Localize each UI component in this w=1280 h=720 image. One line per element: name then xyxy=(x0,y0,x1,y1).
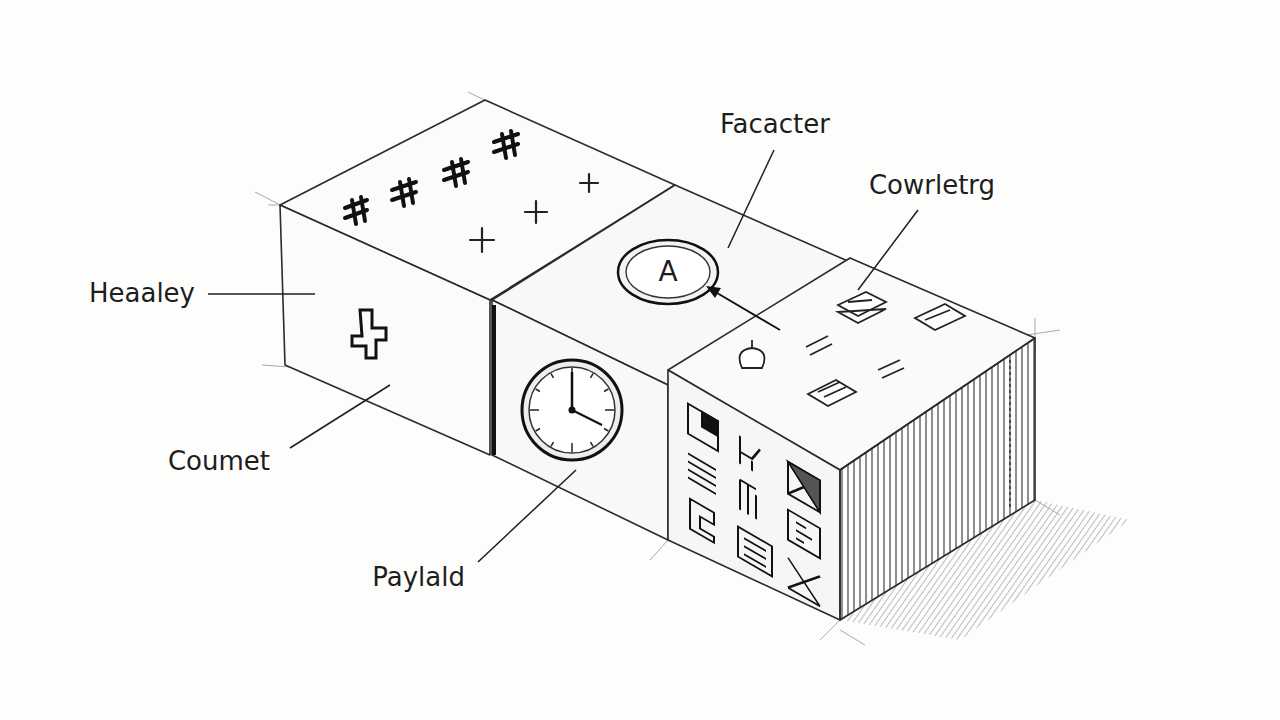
part-label: Facacter xyxy=(720,109,830,140)
part-label: Coumet xyxy=(168,446,270,477)
clock-tick xyxy=(536,389,540,392)
clock-tick xyxy=(604,389,608,392)
clock-tick xyxy=(591,374,594,378)
clock-tick xyxy=(536,429,540,432)
clock-tick xyxy=(551,374,554,378)
clock-tick xyxy=(605,409,614,411)
front-icons xyxy=(688,404,820,607)
top-icons xyxy=(740,292,965,406)
part-label: Cowrletrg xyxy=(869,170,995,201)
construction-lines xyxy=(255,92,1060,645)
side-glyph xyxy=(352,310,386,358)
clock-symbol xyxy=(522,360,622,460)
badge-letter: A xyxy=(658,255,677,289)
cross-marks xyxy=(470,174,598,252)
leader-lines xyxy=(208,150,918,562)
hash-marks xyxy=(345,131,518,224)
clock-tick xyxy=(571,443,573,452)
pointer-arrow xyxy=(706,286,780,330)
clock-tick xyxy=(530,409,539,411)
payload-block xyxy=(668,258,1035,620)
clock-tick xyxy=(604,429,608,432)
part-label: Heaaley xyxy=(89,278,195,309)
part-label: Paylald xyxy=(372,562,465,593)
badge-ring xyxy=(618,240,718,304)
clock-tick xyxy=(591,442,594,446)
clock-tick xyxy=(551,442,554,446)
